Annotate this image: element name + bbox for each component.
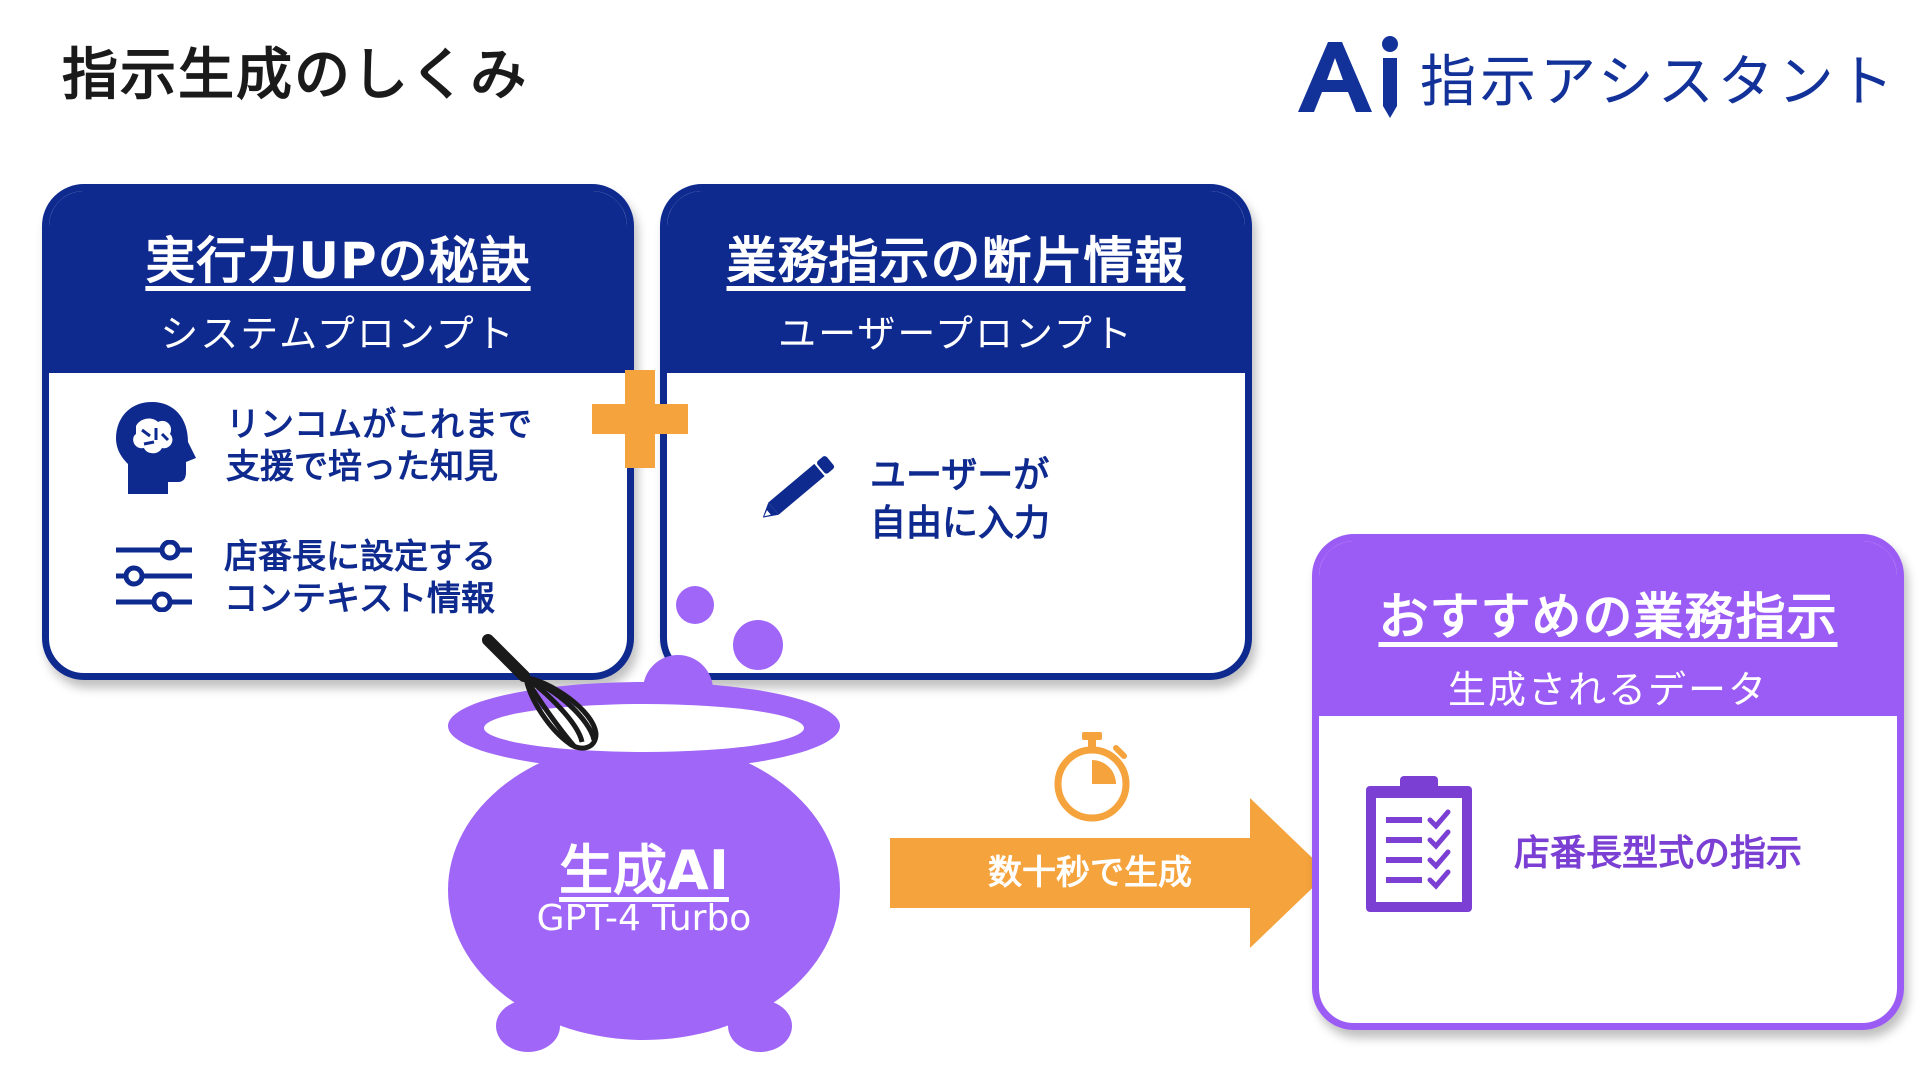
- output-title: おすすめの業務指示: [1378, 588, 1838, 646]
- logo: 指示アシスタント: [1290, 32, 1898, 122]
- system-item-knowledge: リンコムがこれまで 支援で培った知見: [226, 404, 532, 488]
- system-prompt-subtitle: システムプロンプト: [160, 312, 516, 356]
- page-title: 指示生成のしくみ: [62, 43, 529, 108]
- system-prompt-title: 実行力UPの秘訣: [145, 232, 531, 290]
- system-item-context: 店番長に設定する コンテキスト情報: [224, 536, 496, 620]
- output-item-text: 店番長型式の指示: [1514, 833, 1803, 874]
- system-item-context-line2: コンテキスト情報: [224, 579, 495, 619]
- user-item-line1: ユーザーが: [870, 455, 1050, 496]
- whisk-icon: [478, 630, 618, 760]
- system-item-knowledge-line2: 支援で培った知見: [226, 447, 498, 487]
- generator-model: GPT-4 Turbo: [536, 898, 752, 939]
- logo-mark: [1290, 32, 1410, 122]
- plus-icon-vertical: [625, 370, 655, 468]
- user-item-line2: 自由に入力: [870, 503, 1051, 544]
- user-prompt-title: 業務指示の断片情報: [726, 232, 1186, 290]
- system-item-knowledge-line1: リンコムがこれまで: [226, 405, 532, 445]
- pencil-icon: [752, 446, 844, 530]
- system-prompt-header: 実行力UPの秘訣 システムプロンプト: [49, 191, 627, 373]
- user-prompt-subtitle: ユーザープロンプト: [778, 312, 1134, 356]
- process-arrow: [890, 798, 1328, 948]
- generator-title: 生成AI: [559, 839, 729, 902]
- user-prompt-card: 業務指示の断片情報 ユーザープロンプト: [660, 184, 1252, 680]
- bubble-decoration: [733, 620, 783, 670]
- brain-head-icon: [112, 400, 198, 496]
- process-label: 数十秒で生成: [988, 853, 1192, 893]
- user-prompt-header: 業務指示の断片情報 ユーザープロンプト: [667, 191, 1245, 373]
- output-subtitle: 生成されるデータ: [1447, 668, 1768, 712]
- output-header: おすすめの業務指示 生成されるデータ: [1319, 541, 1897, 716]
- logo-text: 指示アシスタント: [1420, 49, 1898, 115]
- system-item-context-line1: 店番長に設定する: [224, 537, 496, 577]
- clipboard-checklist-icon: [1362, 774, 1476, 914]
- user-item-free-input: ユーザーが 自由に入力: [870, 452, 1050, 548]
- system-prompt-card: 実行力UPの秘訣 システムプロンプト: [42, 184, 634, 680]
- stopwatch-icon: [1052, 730, 1132, 824]
- bubble-decoration: [676, 586, 714, 624]
- sliders-icon: [114, 539, 194, 613]
